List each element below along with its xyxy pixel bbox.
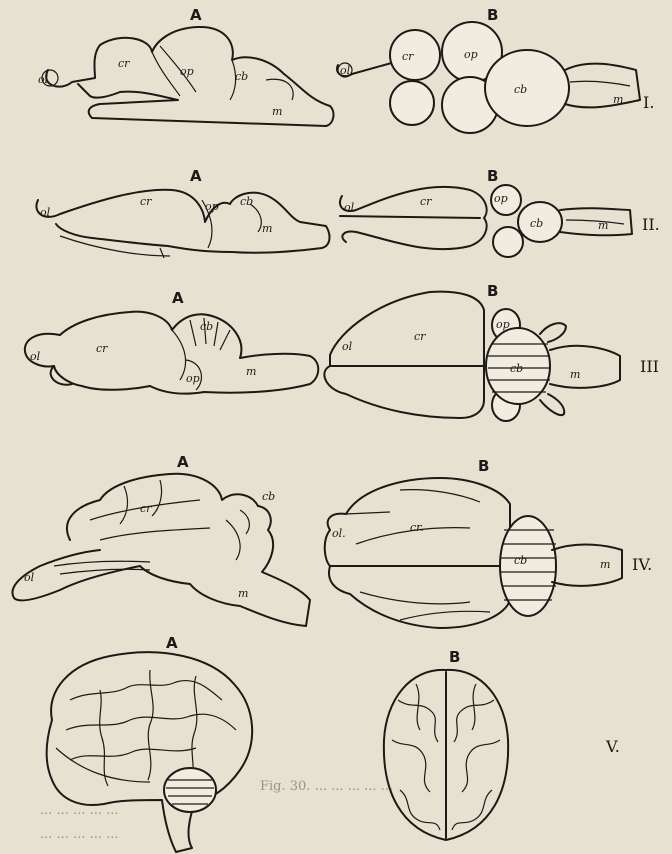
row-3-a-header: A bbox=[172, 289, 184, 307]
row-1-b-header: B bbox=[487, 6, 498, 24]
row-4-b-label-ol: ol. bbox=[332, 527, 346, 540]
row-2-a-label-m: m bbox=[262, 222, 272, 235]
row-3-a-label-cr: cr bbox=[96, 342, 108, 355]
row-3-b-label-cr: cr bbox=[414, 330, 426, 343]
caption-line-1: Fig. 30. ... ... ... ... ... bbox=[260, 779, 393, 794]
row-3-a-label-op: op bbox=[186, 372, 200, 385]
row-3-a-label-cb: cb bbox=[200, 320, 213, 333]
row-5: A B V. bbox=[47, 634, 620, 852]
row-2-a-drawing bbox=[36, 190, 329, 258]
row-4-b-label-cb: cb bbox=[514, 554, 527, 567]
row-3-a-label-m: m bbox=[246, 365, 256, 378]
row-2-b-label-ol: ol bbox=[344, 201, 355, 214]
row-2-a-label-cr: cr bbox=[140, 195, 152, 208]
row-3-b-drawing bbox=[324, 292, 620, 421]
row-2-b-label-op: op bbox=[494, 192, 508, 205]
row-4-b-label-cr: cr. bbox=[410, 521, 424, 534]
row-1-b-drawing bbox=[337, 22, 640, 133]
row-1-b-label-ol: ol bbox=[340, 64, 351, 77]
row-1-a-label-cr: cr bbox=[118, 57, 130, 70]
row-1-a-label-op: op bbox=[180, 65, 194, 78]
row-4-a-label-m: m bbox=[238, 587, 248, 600]
row-3-b-header: B bbox=[487, 282, 498, 300]
row-4-b-header: B bbox=[478, 457, 489, 475]
row-5-b-header: B bbox=[449, 648, 460, 666]
row-2-a-label-op: op bbox=[205, 200, 219, 213]
row-1-b-label-op: op bbox=[464, 48, 478, 61]
row-4-a-label-cb: cb bbox=[262, 490, 275, 503]
row-1-a-label-m: m bbox=[272, 105, 282, 118]
row-2-b-label-m: m bbox=[598, 219, 608, 232]
row-1-b-label-cr: cr bbox=[402, 50, 414, 63]
row-3-b-label-cb: cb bbox=[510, 362, 523, 375]
row-1-a-header: A bbox=[190, 6, 202, 24]
row-2-b-label-cr: cr bbox=[420, 195, 432, 208]
row-4-b-label-m: m bbox=[600, 558, 610, 571]
row-5-b-drawing bbox=[384, 670, 508, 840]
row-1-roman: I. bbox=[643, 93, 654, 112]
row-2-b-drawing bbox=[340, 185, 632, 257]
row-3-b-label-op: op bbox=[496, 318, 510, 331]
row-4-roman: IV. bbox=[632, 555, 652, 574]
row-2-roman: II. bbox=[642, 215, 660, 234]
row-2: A B ol cr op cb m ol cr op cb m II. bbox=[36, 167, 659, 258]
row-4-a-label-cr: cr bbox=[140, 502, 152, 515]
row-3-b-label-ol: ol bbox=[342, 340, 353, 353]
row-3-a-label-ol: ol bbox=[30, 350, 41, 363]
row-3-roman: III bbox=[640, 357, 659, 376]
row-2-a-label-ol: ol bbox=[40, 206, 51, 219]
row-5-roman: V. bbox=[605, 737, 620, 756]
caption-line-3: ... ... ... ... ... bbox=[40, 827, 119, 842]
row-1-a-label-cb: cb bbox=[235, 70, 248, 83]
row-5-a-drawing bbox=[47, 652, 252, 852]
row-2-a-label-cb: cb bbox=[240, 195, 253, 208]
row-4-b-drawing bbox=[325, 478, 622, 628]
row-2-a-header: A bbox=[190, 167, 202, 185]
row-4: A B ol cr cb m ol. bbox=[12, 453, 652, 628]
row-2-b-header: B bbox=[487, 167, 498, 185]
row-1-b-label-m: m bbox=[613, 93, 623, 106]
caption-line-2: ... ... ... ... ... bbox=[40, 803, 119, 818]
row-1-a-label-ol: ol bbox=[38, 73, 49, 86]
row-5-a-header: A bbox=[166, 634, 178, 652]
row-2-b-label-cb: cb bbox=[530, 217, 543, 230]
row-4-a-header: A bbox=[177, 453, 189, 471]
row-1: A B ol cr op cb m ol cr op bbox=[38, 6, 654, 133]
row-4-a-label-ol: ol bbox=[24, 571, 35, 584]
row-3-a-drawing bbox=[25, 312, 318, 394]
row-3: A B ol cr cb op m ol cr op cb m I bbox=[25, 282, 659, 421]
row-3-b-label-m: m bbox=[570, 368, 580, 381]
row-1-b-label-cb: cb bbox=[514, 83, 527, 96]
